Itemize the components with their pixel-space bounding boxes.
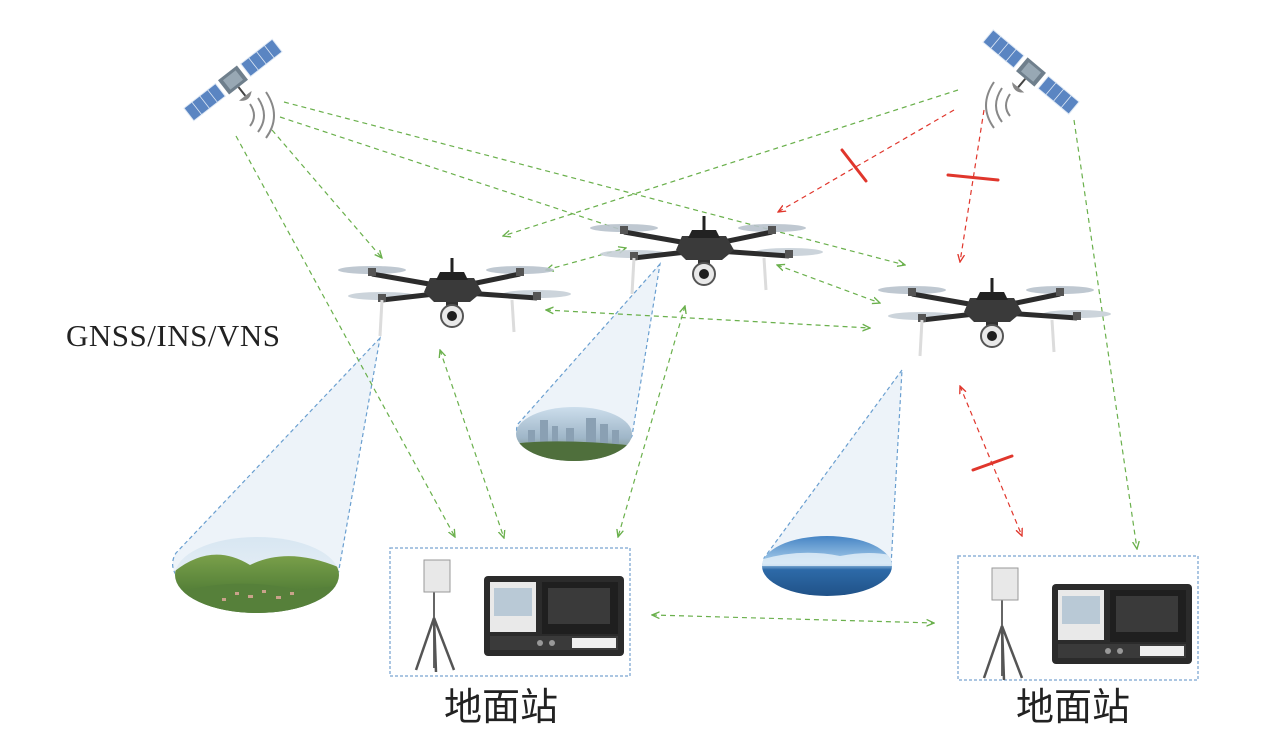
fov-cone-1 [172, 336, 381, 604]
satellite-left [182, 37, 293, 135]
signal-waves-left [249, 91, 275, 139]
ground-station-1 [389, 547, 631, 677]
ground-station-1-label: 地面站 [444, 685, 559, 729]
navigation-label: GNSS/INS/VNS [66, 318, 281, 353]
ground-station-2 [957, 555, 1199, 682]
satellite-right [971, 28, 1081, 128]
fov-cone-3 [763, 368, 903, 588]
ground-station-2-label: 地面站 [1016, 685, 1131, 729]
denied-link-lines [778, 109, 1022, 536]
link-blocked-marks [840, 148, 1014, 472]
drone-right [878, 278, 1111, 356]
signal-waves-right [985, 81, 1011, 129]
drone-left [338, 258, 571, 336]
drone-center [590, 216, 823, 294]
terrain-sea-image [762, 536, 892, 596]
link-lines [235, 89, 1137, 623]
